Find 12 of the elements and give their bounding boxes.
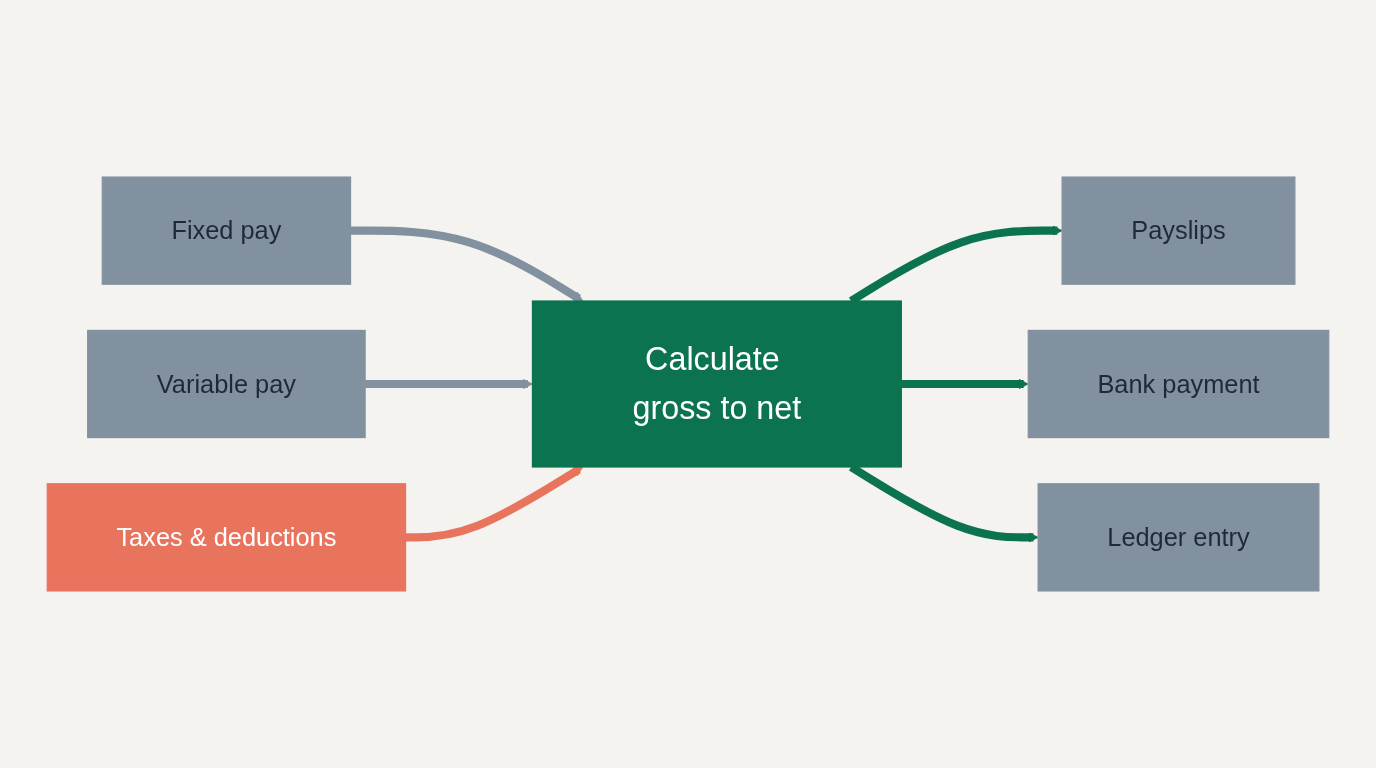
node-box — [1061, 176, 1296, 285]
node-box — [1027, 329, 1330, 439]
node-box — [87, 329, 366, 439]
arrow — [901, 378, 1029, 390]
arrow — [350, 226, 584, 302]
node-box — [101, 176, 352, 285]
flowchart-drawing: Fixed pay Variable pay Calculate gross to net Taxes & deductions Payslips Bank payment Ledger entry — [38, 24, 1338, 744]
arrow — [365, 378, 533, 390]
node-box — [46, 483, 407, 592]
node-box — [1037, 483, 1320, 592]
arrow — [405, 466, 584, 542]
node-box — [531, 300, 902, 468]
